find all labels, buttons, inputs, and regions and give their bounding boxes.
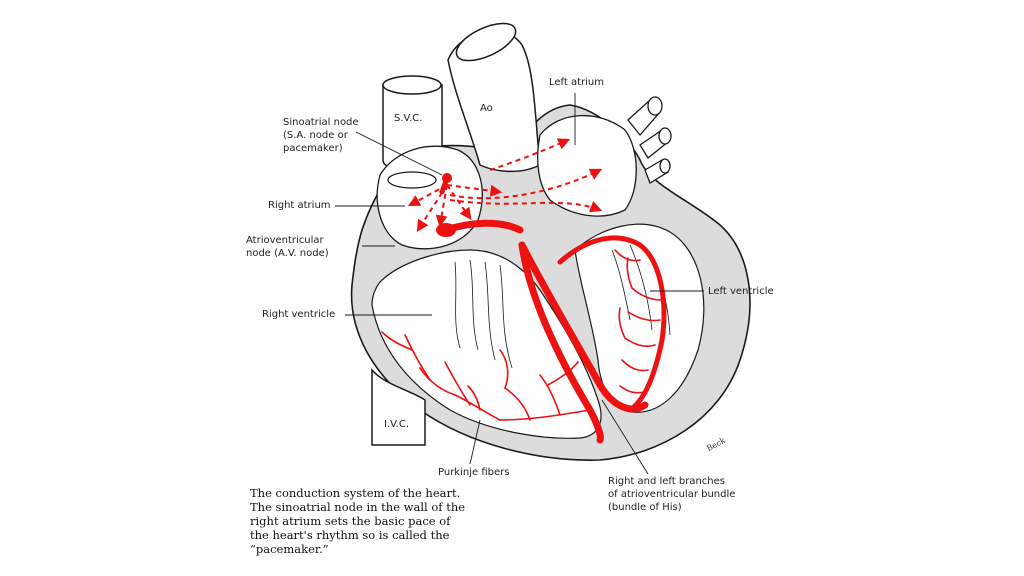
label-bundle-line2: of atrioventricular bundle: [608, 489, 736, 500]
pulmonary-veins: [627, 96, 672, 184]
caption-line-5: “pacemaker.”: [250, 542, 329, 556]
label-right-atrium: Right atrium: [268, 200, 331, 211]
label-bundle-branches: Right and left branches of atrioventricu…: [608, 475, 735, 514]
right-atrium-wall: [376, 145, 483, 250]
label-purkinje-fibers: Purkinje fibers: [438, 467, 510, 478]
label-left-ventricle: Left ventricle: [708, 286, 774, 297]
svc-opening: [382, 75, 442, 95]
label-sa-node-line2: (S.A. node or: [283, 130, 348, 141]
label-sa-node-line1: Sinoatrial node: [283, 117, 359, 128]
label-right-ventricle: Right ventricle: [262, 309, 336, 320]
coronary-sinus-opening: [387, 171, 437, 189]
sa-node-stem: [439, 175, 450, 195]
conduction-system: [381, 138, 667, 444]
inferior-vena-cava: [371, 367, 426, 446]
label-left-atrium: Left atrium: [549, 77, 605, 88]
caption-line-2: The sinoatrial node in the wall of the: [250, 500, 466, 514]
label-av-node-line2: node (A.V. node): [246, 248, 329, 259]
caption-line-1: The conduction system of the heart.: [250, 486, 461, 500]
left-atrium-wall: [537, 114, 637, 217]
label-sa-node-line3: pacemaker): [283, 143, 343, 154]
label-av-node: Atrioventricular node (A.V. node): [246, 234, 329, 260]
leader-lines: [335, 93, 704, 475]
label-ivc: I.V.C.: [384, 419, 410, 430]
label-bundle-line1: Right and left branches: [608, 476, 726, 487]
purkinje-fibers-right: [381, 331, 591, 421]
caption-line-4: the heart's rhythm so is called the: [250, 528, 450, 542]
label-aorta: Ao: [480, 103, 493, 114]
figure-caption: The conduction system of the heart. The …: [250, 486, 490, 556]
right-ventricle-chamber: [371, 249, 602, 439]
label-bundle-line3: (bundle of His): [608, 502, 682, 513]
aorta-opening: [455, 22, 517, 62]
label-av-node-line1: Atrioventricular: [246, 235, 324, 246]
left-ventricle-conduction-loop: [557, 235, 667, 413]
label-svc: S.V.C.: [394, 113, 423, 124]
caption-line-3: right atrium sets the basic pace of: [250, 514, 451, 528]
bundle-of-his: [442, 219, 524, 234]
right-bundle-branch: [518, 241, 604, 444]
label-sa-node: Sinoatrial node (S.A. node or pacemaker): [283, 116, 359, 155]
purkinje-fibers-left: [587, 249, 663, 396]
impulse-arrows: [407, 138, 603, 233]
